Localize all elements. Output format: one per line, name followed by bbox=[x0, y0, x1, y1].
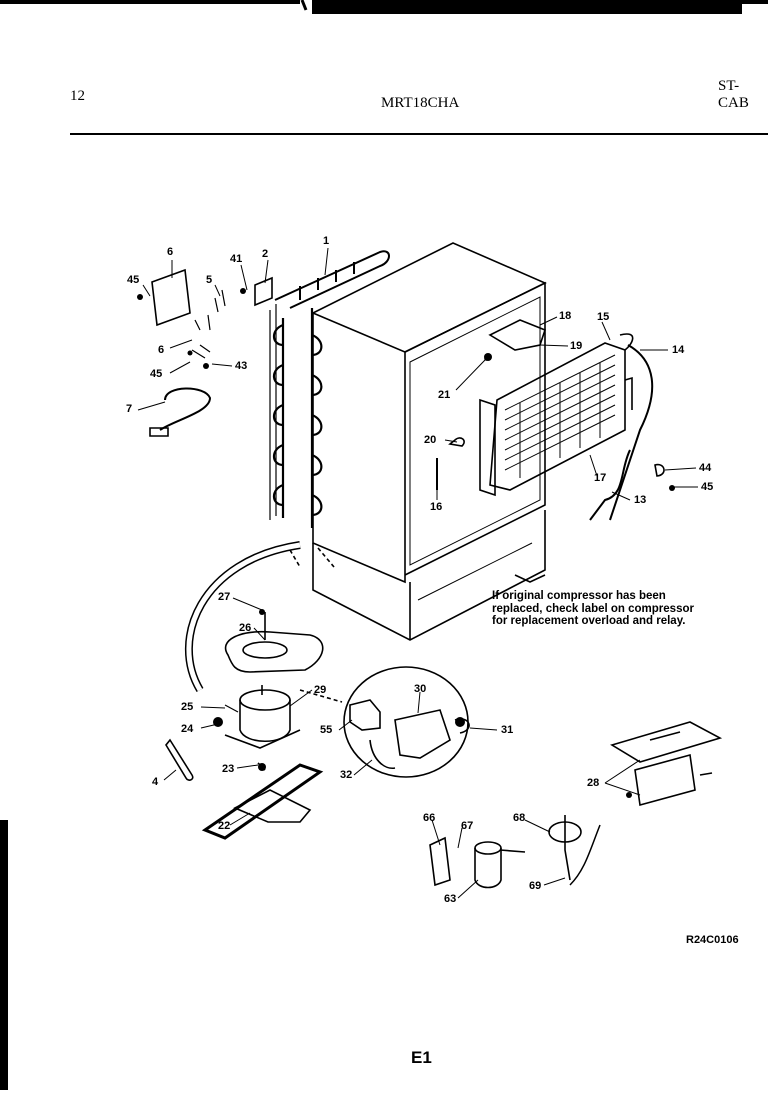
compressor bbox=[224, 685, 301, 749]
compressor-note: If original compressor has been replaced… bbox=[492, 590, 732, 628]
part-label: 44 bbox=[699, 462, 712, 474]
part-label: 29 bbox=[314, 684, 327, 696]
part-label: 16 bbox=[430, 501, 443, 513]
part-label: 14 bbox=[672, 344, 685, 356]
part-label: 1 bbox=[323, 235, 330, 247]
part-label: 63 bbox=[444, 893, 457, 905]
part-label: 25 bbox=[181, 701, 194, 713]
part-label: 13 bbox=[634, 494, 647, 506]
part-label: 28 bbox=[587, 777, 600, 789]
part-label: 31 bbox=[501, 724, 514, 736]
relay-bracket bbox=[610, 721, 723, 807]
part-label: 22 bbox=[218, 820, 231, 832]
top-tubing bbox=[274, 250, 390, 309]
section-code: ST-CAB bbox=[718, 78, 749, 111]
part-label: 41 bbox=[230, 253, 243, 265]
part-label: 19 bbox=[570, 340, 583, 352]
evaporator-coil bbox=[479, 333, 654, 521]
part-label: 20 bbox=[424, 434, 437, 446]
base-plate bbox=[201, 763, 324, 840]
run-capacitor bbox=[429, 836, 526, 889]
part-label: 18 bbox=[559, 310, 572, 322]
part-label: 23 bbox=[222, 763, 235, 775]
part-label: 45 bbox=[701, 481, 714, 493]
part-label: 69 bbox=[529, 880, 542, 892]
drawing-code: R24C0106 bbox=[686, 934, 739, 946]
part-label: 6 bbox=[167, 246, 174, 258]
part-label: 21 bbox=[438, 389, 451, 401]
part-label: 26 bbox=[239, 622, 252, 634]
part-label: 67 bbox=[461, 820, 474, 832]
note-line: replaced, check label on compressor bbox=[492, 602, 694, 615]
part-label: 55 bbox=[320, 724, 333, 736]
part-label: 32 bbox=[340, 769, 353, 781]
page-code: E1 bbox=[411, 1048, 432, 1067]
part-label: 66 bbox=[423, 812, 436, 824]
part-label: 17 bbox=[594, 472, 607, 484]
header-rule bbox=[70, 133, 768, 135]
part-label: 43 bbox=[235, 360, 248, 372]
drain-pan bbox=[225, 612, 324, 673]
part-label: 27 bbox=[218, 591, 231, 603]
part-label: 6 bbox=[158, 344, 165, 356]
part-label: 5 bbox=[206, 274, 213, 286]
page-number: 12 bbox=[70, 88, 85, 104]
model-number: MRT18CHA bbox=[381, 95, 460, 111]
part-label: 45 bbox=[150, 368, 163, 380]
part-label: 7 bbox=[126, 403, 133, 415]
part-label: 45 bbox=[127, 274, 140, 286]
part-label: 15 bbox=[597, 311, 610, 323]
cabinet-shell bbox=[312, 242, 547, 641]
part-label: 30 bbox=[414, 683, 427, 695]
note-line: If original compressor has been bbox=[492, 590, 666, 602]
note-line: for replacement overload and relay. bbox=[492, 615, 686, 627]
part-label: 2 bbox=[262, 248, 269, 260]
part-label: 68 bbox=[513, 812, 526, 824]
part-label: 4 bbox=[152, 776, 159, 788]
condenser-coil bbox=[269, 304, 323, 528]
part-label: 24 bbox=[181, 723, 194, 735]
